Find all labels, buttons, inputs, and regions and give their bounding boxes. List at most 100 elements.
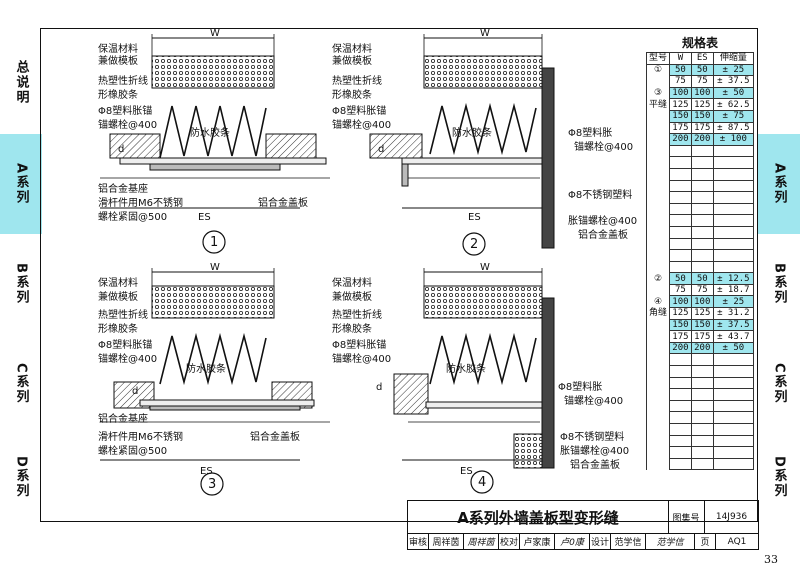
sidebar-section-general[interactable]: 总说明 [13,59,29,105]
d-dim-3: d [132,386,138,397]
design-label: 设计 [590,534,611,549]
blank-cell [669,260,692,274]
blank-row [646,225,755,239]
blank-cell [712,434,755,448]
right-sidebar-section-c[interactable]: C系列 [771,363,787,405]
review-name: 周祥茵 [429,534,464,549]
label-3-1: 兼做模板 [98,290,138,303]
blank-cell [646,226,670,238]
blank-row [646,457,755,471]
sidebar-section-b[interactable]: B系列 [13,263,29,305]
blank-cell [712,202,755,216]
spec-table-title: 规格表 [681,36,718,50]
blank-cell [690,365,714,378]
blank-cell [646,400,670,412]
d-dim-4: d [376,382,382,393]
blank-cell [646,435,670,447]
detail-1: W ES d 保温材料 兼做模板 热塑性折线 形橡胶条 Φ8塑料胀锚 锚螺栓@4… [98,28,330,254]
sidebar-section-d[interactable]: D系列 [13,455,29,499]
blank-cell [690,167,714,181]
cell-w: 200 [669,341,692,355]
label-1-9: 螺栓紧固@500 [98,210,167,223]
label-2-8: 锚螺栓@400 [574,140,633,153]
blank-cell [646,423,670,436]
label-1-3: 形橡胶条 [98,88,138,101]
cell-es: 50 [690,63,714,77]
right-sidebar-section-a[interactable]: A系列 [758,134,800,234]
cell-amt: ± 50 [712,86,755,100]
blank-cell [669,423,692,436]
check-label: 校对 [499,534,520,549]
sidebar-section-a[interactable]: A系列 [0,134,42,234]
label-1-2: 热塑性折线 [98,74,148,87]
cell-amt: ± 50 [712,341,755,355]
detail-number-1: 1 [210,235,218,250]
model-cell [646,122,670,134]
detail-3: W ES d 保温材料 兼做模板 热塑性折线 形橡胶条 Φ8塑料胀锚 锚螺栓@4… [98,262,330,496]
cell-w: 100 [669,86,692,100]
blank-row [646,376,755,390]
label-3-9: 螺栓紧固@500 [98,444,167,457]
cell-es: 125 [690,307,714,320]
review-signature: 周祥茵 [464,534,499,549]
blank-cell [690,144,714,158]
review-label: 审核 [408,534,429,549]
blank-cell [646,377,670,389]
detail-drawings: W ES d 保温材料 兼做模板 热塑性折线 形橡胶条 Φ8塑料胀锚 锚螺栓@4… [98,28,637,496]
cell-es: 175 [690,121,714,135]
cell-es: 150 [690,318,714,332]
model-cell [646,110,670,123]
label-3-8: 滑杆件用M6不锈钢 [98,430,183,443]
blank-cell [712,214,755,227]
cell-es: 200 [690,133,714,146]
sidebar-section-c[interactable]: C系列 [13,363,29,405]
blank-cell [669,144,692,158]
label-1-4: Φ8塑料胀锚 [98,104,152,117]
label-4-4: Φ8塑料胀锚 [332,338,386,351]
es-dim-2: ES [468,212,481,223]
blank-cell [690,225,714,239]
label-4-0: 保温材料 [332,276,372,289]
blank-cell [690,260,714,274]
cell-w: 125 [669,307,692,320]
label-3-3: 形橡胶条 [98,322,138,335]
blank-cell [669,214,692,227]
cell-amt: ± 37.5 [712,75,755,88]
cell-es: 200 [690,341,714,355]
blank-cell [690,434,714,448]
label-3-5: 锚螺栓@400 [98,352,157,365]
cell-amt: ± 87.5 [712,121,755,135]
blank-cell [646,411,670,424]
label-2-4: Φ8塑料胀锚 [332,104,386,117]
detail-number-2: 2 [470,237,478,252]
left-sidebar: 总说明 A系列 B系列 C系列 D系列 [0,30,42,520]
blank-cell [712,353,755,367]
right-sidebar-section-b[interactable]: B系列 [771,263,787,305]
check-name: 卢家康 [520,534,555,549]
blank-cell [712,457,755,471]
blank-cell [669,167,692,181]
blank-cell [690,191,714,204]
header-amount: 伸缩量 [712,52,755,65]
blank-cell [712,191,755,204]
cell-amt: ± 31.2 [712,307,755,320]
es-dim-3: ES [200,466,213,477]
design-name: 范学信 [611,534,646,549]
blank-cell [690,457,714,471]
right-sidebar-section-d[interactable]: D系列 [771,455,787,499]
width-dim-2: W [480,28,490,39]
blank-cell [690,179,714,193]
blank-cell [690,202,714,216]
cell-amt: ± 37.5 [712,318,755,332]
label-2-7: Φ8塑料胀 [568,126,612,139]
drawing-title: A系列外墙盖板型变形缝 [408,501,669,534]
cell-w: 150 [669,109,692,123]
blank-row [646,446,755,459]
d-dim-1: d [118,144,124,155]
label-3-10: 铝合金盖板 [250,430,300,443]
blank-cell [669,202,692,216]
label-2-10: 胀锚螺栓@400 [568,214,637,227]
